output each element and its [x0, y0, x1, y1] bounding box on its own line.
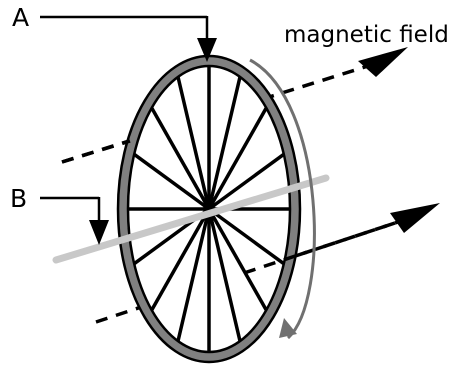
wheel-rim — [118, 56, 300, 362]
wheel-spoke — [150, 107, 211, 210]
wheel-spoke — [176, 76, 211, 210]
label-a-group: A — [12, 3, 217, 62]
label-a-arrowhead — [197, 38, 217, 62]
label-b: B — [10, 184, 27, 213]
wheel-spoke — [150, 208, 211, 311]
wheel-spoke — [207, 107, 268, 210]
wheel-spoke — [207, 208, 268, 311]
wheel-spoke — [133, 152, 211, 211]
wheel — [116, 54, 302, 364]
label-b-group: B — [10, 184, 109, 245]
field-line-lower-arrowhead — [390, 203, 440, 233]
wheel-spoke — [207, 152, 285, 211]
axle — [52, 174, 330, 264]
field-line-upper-front — [61, 139, 131, 164]
magnetic-field-label: magnetic field — [284, 22, 449, 48]
field-line-upper-arrowhead — [358, 47, 408, 77]
rotation-arrow — [249, 58, 316, 340]
wheel-spoke — [207, 76, 242, 210]
rotation-arrowhead — [279, 318, 297, 338]
wheel-spoke — [207, 208, 242, 342]
wheel-spoke — [207, 207, 285, 266]
wheel-spoke — [176, 208, 211, 342]
wheel-spokes — [128, 66, 290, 352]
label-a: A — [12, 3, 29, 32]
label-b-arrowhead — [89, 220, 109, 245]
field-line-lower-front — [243, 220, 399, 275]
